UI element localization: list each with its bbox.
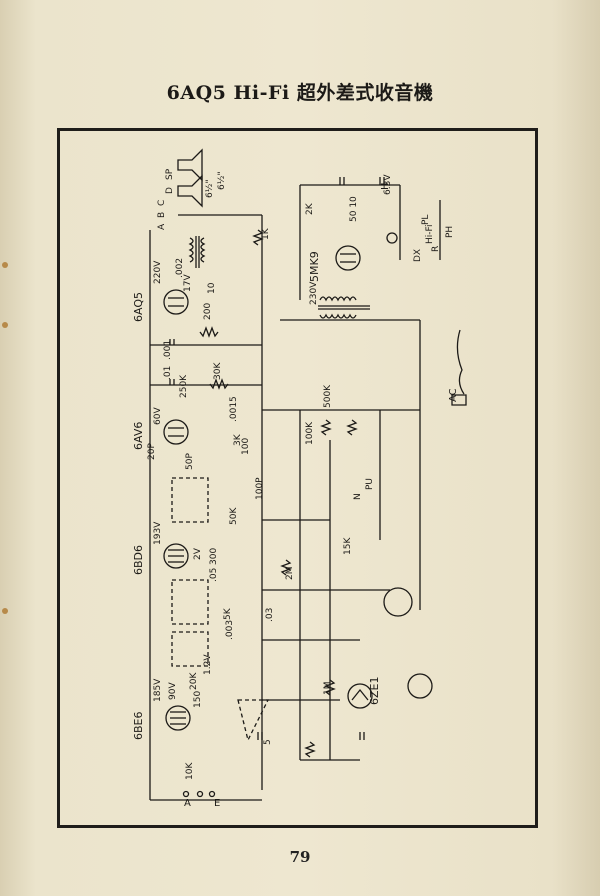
tube-6AQ5-icon <box>163 289 189 315</box>
binding-hole <box>2 262 8 268</box>
resistor-label: 20K <box>189 672 199 690</box>
tube-6BD6-icon <box>163 543 189 569</box>
speaker-label: D <box>165 187 175 194</box>
capacitor-label: 5 <box>263 739 273 745</box>
voltage-label: 230V <box>309 281 319 305</box>
capacitor-label: .001 <box>163 340 173 360</box>
switch-label: N <box>353 493 363 500</box>
capacitor-label: .003 <box>225 620 235 640</box>
voltage-label: 2V <box>193 547 203 560</box>
capacitor-label: .03 <box>265 608 275 622</box>
switch-label: PH <box>445 226 455 238</box>
voltage-label: 90V <box>168 682 178 700</box>
tube-6BE6-icon <box>165 705 191 731</box>
binding-hole <box>2 322 8 328</box>
resistor-label: 5K <box>223 607 233 620</box>
capacitor-label: .0015 <box>229 396 239 422</box>
speaker-label: A <box>157 223 167 230</box>
page-title: 6AQ5 Hi-Fi 超外差式收音機 <box>166 82 434 104</box>
capacitor-label: 50 10 <box>349 196 359 222</box>
connection-label: AC <box>448 388 459 402</box>
voltage-label: 185V <box>153 678 163 702</box>
resistor-label: 2K <box>305 202 315 215</box>
speaker-label: 6½" <box>217 171 227 190</box>
tube-label: 6AQ5 <box>132 292 145 322</box>
resistor-label: 150 <box>193 691 203 708</box>
antenna-terminal-icon <box>182 790 216 798</box>
output-transformer-icon <box>188 236 206 268</box>
capacitor-label: 20P <box>147 443 157 460</box>
capacitor-label: .05 <box>209 568 219 582</box>
resistor-label: 500K <box>323 384 333 408</box>
switch-label: R <box>431 246 441 252</box>
resistor-label: 250K <box>179 374 189 398</box>
speaker-label: SP <box>165 168 175 180</box>
resistor-label: 1K <box>261 227 271 240</box>
speaker-label: B <box>157 212 167 218</box>
socket-icon <box>383 587 433 699</box>
tube-label: 6ZE1 <box>368 677 381 705</box>
tube-6ZE1-icon <box>347 683 373 709</box>
resistor-label: 15K <box>343 537 353 555</box>
resistor-label: 10K <box>185 762 195 780</box>
tube-label: 5MK9 <box>308 251 321 282</box>
tube-5MK9-icon <box>335 245 361 271</box>
switch-label: Hi-Fi <box>425 224 435 244</box>
capacitor-label: .002 <box>175 258 185 278</box>
voltage-label: 1.2V <box>203 654 213 675</box>
switch-label: DX <box>413 249 423 262</box>
resistor-label: 200 <box>203 303 213 320</box>
connection-label: A <box>184 798 191 809</box>
speaker-icon <box>177 148 203 208</box>
speaker-label: 6½" <box>205 179 215 198</box>
capacitor-label: 50P <box>185 453 195 470</box>
lamp-icon <box>386 232 398 244</box>
ac-plug-icon <box>451 329 467 406</box>
resistor-label: 1M <box>323 682 333 696</box>
connection-label: E <box>214 798 220 809</box>
resistor-label: 100 <box>241 438 251 455</box>
resistor-label: 2M <box>285 567 295 581</box>
capacitor-label: 100P <box>255 477 265 500</box>
tube-label: 6BE6 <box>132 712 145 741</box>
page-number: 79 <box>289 848 311 866</box>
switch-label: PL <box>421 215 431 225</box>
voltage-label: 6.3V <box>383 174 393 195</box>
resistor-label: 3K <box>233 433 243 446</box>
resistor-label: 100K <box>305 421 315 445</box>
binding-hole <box>2 608 8 614</box>
capacitor-label: 10 <box>207 282 217 294</box>
voltage-label: 17V <box>183 274 193 292</box>
switch-label: PU <box>365 478 375 490</box>
capacitor-label: .01 <box>163 366 173 380</box>
connection-label: H <box>380 182 391 190</box>
voltage-label: 193V <box>153 521 163 545</box>
tube-label: 6AV6 <box>132 422 145 450</box>
tube-label: 6BD6 <box>132 545 145 575</box>
resistor-label: 30K <box>213 362 223 380</box>
speaker-label: C <box>157 200 167 206</box>
voltage-label: 60V <box>153 407 163 425</box>
resistor-label: 50K <box>229 507 239 525</box>
resistor-label: 300 <box>209 548 219 565</box>
schematic-frame <box>57 128 538 828</box>
voltage-label: 220V <box>153 260 163 284</box>
power-transformer-icon <box>318 296 370 319</box>
tube-6AV6-icon <box>163 419 189 445</box>
